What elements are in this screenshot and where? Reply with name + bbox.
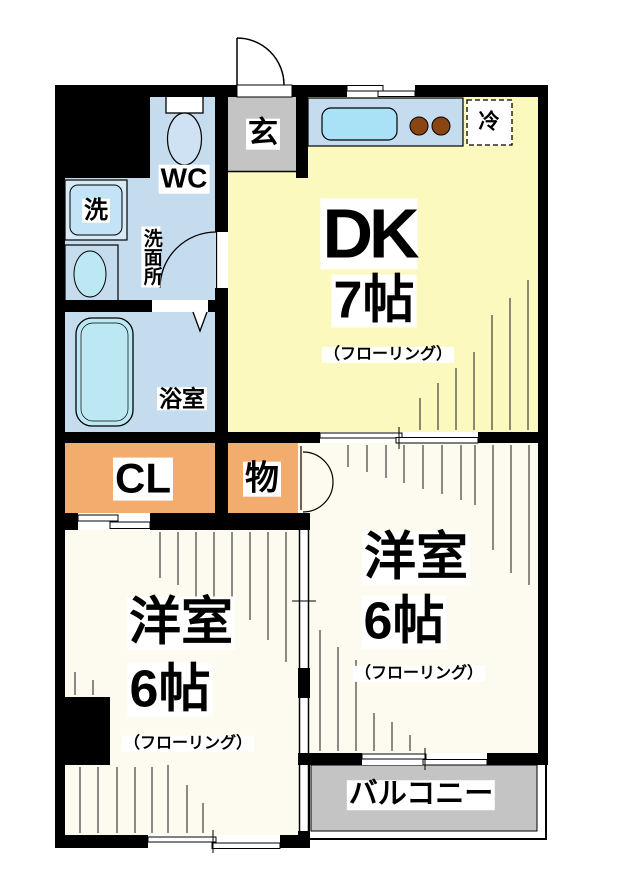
- label-bedroom-right: 洋室: [361, 528, 471, 587]
- storage-bifold-door: [300, 446, 334, 513]
- label-bedroom-right-flooring: （フローリング）: [352, 664, 486, 683]
- stove-burner: [431, 116, 451, 136]
- closet-sliding-door: [77, 513, 151, 530]
- label-entrance: 玄: [246, 116, 280, 150]
- void-block: [65, 97, 150, 178]
- bathroom-folding-door: [152, 300, 208, 333]
- balcony-railing: [308, 765, 547, 840]
- floor-hatch-bedroom-left-top: [159, 532, 287, 662]
- partition-sliding-door: [292, 530, 316, 668]
- label-bedroom-right-size: 6帖: [361, 592, 447, 651]
- kitchen-counter: [307, 97, 464, 147]
- sliding-door-dk-bedroom: [319, 427, 479, 449]
- refrigerator-space: [466, 99, 513, 146]
- label-washer: 洗: [82, 196, 110, 224]
- pillar: [65, 697, 110, 765]
- label-storage: 物: [243, 459, 281, 498]
- partition-window-upper: [298, 698, 310, 753]
- label-dk: DK: [320, 194, 420, 273]
- stove-burner: [409, 116, 429, 136]
- label-bedroom-left-flooring: （フローリング）: [121, 734, 255, 753]
- bathtub: [75, 317, 134, 427]
- label-toilet: WC: [158, 162, 210, 194]
- label-refrigerator: 冷: [478, 110, 500, 134]
- door-swing-arc: [159, 231, 217, 289]
- washbasin: [64, 244, 119, 303]
- label-dk-flooring: （フローリング）: [321, 345, 455, 364]
- floor-hatch-dk: [419, 280, 529, 430]
- kitchen-sink: [321, 107, 398, 141]
- balcony-window: [361, 748, 488, 770]
- label-balcony: バルコニー: [346, 778, 496, 811]
- label-washroom: 洗面所: [140, 226, 162, 288]
- label-closet: CL: [113, 454, 173, 502]
- door-swing-arc: [236, 37, 285, 86]
- label-bedroom-left-size: 6帖: [127, 660, 213, 719]
- label-bedroom-left: 洋室: [126, 593, 236, 652]
- bedroom-left-window: [147, 830, 281, 853]
- floor-hatch-bedroom-right-top: [347, 445, 530, 585]
- entrance-door: [236, 37, 293, 98]
- floor-hatch-bedroom-left-bottom: [74, 672, 204, 833]
- toilet-fixture: [165, 87, 204, 166]
- label-bathroom: 浴室: [157, 385, 207, 412]
- kitchen-window: [346, 85, 416, 97]
- washroom-door: [159, 231, 228, 289]
- label-dk-size: 7帖: [331, 271, 417, 330]
